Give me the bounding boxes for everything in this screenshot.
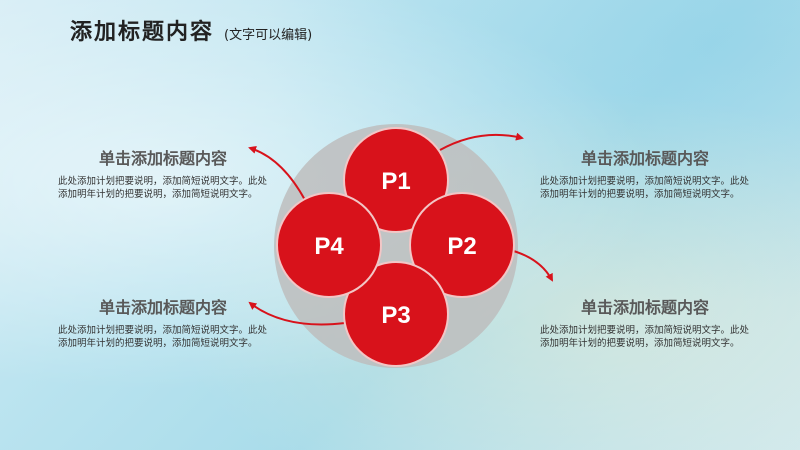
arrow-p2-to-right (509, 249, 553, 282)
title-row: 添加标题内容 (文字可以编辑) (70, 14, 312, 46)
text-block-top-right: 单击添加标题内容 此处添加计划把要说明，添加简短说明文字。此处添加明年计划的把要… (540, 145, 750, 201)
node-p2-circle (409, 192, 515, 298)
block-body[interactable]: 此处添加计划把要说明，添加简短说明文字。此处添加明年计划的把要说明，添加简短说明… (540, 325, 750, 349)
node-p4-circle (276, 192, 382, 298)
node-p3-label: P3 (381, 302, 410, 329)
block-body[interactable]: 此处添加计划把要说明，添加简短说明文字。此处添加明年计划的把要说明，添加简短说明… (58, 176, 268, 200)
node-p3-circle (343, 261, 449, 367)
page-subtitle: (文字可以编辑) (224, 28, 313, 43)
node-p2[interactable]: P2 (409, 192, 515, 298)
block-body[interactable]: 此处添加计划把要说明，添加简短说明文字。此处添加明年计划的把要说明，添加简短说明… (58, 325, 268, 349)
block-body[interactable]: 此处添加计划把要说明，添加简短说明文字。此处添加明年计划的把要说明，添加简短说明… (540, 176, 750, 200)
node-p1-label: P1 (381, 168, 410, 195)
block-heading[interactable]: 单击添加标题内容 (580, 298, 709, 317)
page-title: 添加标题内容 (70, 20, 215, 45)
diagram-backdrop-circle (274, 124, 518, 368)
arrow-p3-to-left (248, 301, 346, 326)
arrow-p1-to-right (439, 132, 524, 151)
text-block-bottom-left: 单击添加标题内容 此处添加计划把要说明，添加简短说明文字。此处添加明年计划的把要… (58, 294, 268, 350)
node-p1-circle (343, 127, 449, 233)
node-p3[interactable]: P3 (343, 261, 449, 367)
block-heading[interactable]: 单击添加标题内容 (98, 298, 227, 317)
node-p4[interactable]: P4 (276, 192, 382, 298)
text-block-top-left: 单击添加标题内容 此处添加计划把要说明，添加简短说明文字。此处添加明年计划的把要… (58, 145, 268, 201)
block-heading[interactable]: 单击添加标题内容 (98, 149, 227, 168)
node-p1[interactable]: P1 (343, 127, 449, 233)
arrow-p4-to-left (248, 145, 306, 201)
node-p2-label: P2 (447, 233, 476, 260)
block-heading[interactable]: 单击添加标题内容 (580, 149, 709, 168)
node-p4-label: P4 (314, 233, 344, 260)
text-block-bottom-right: 单击添加标题内容 此处添加计划把要说明，添加简短说明文字。此处添加明年计划的把要… (540, 294, 750, 350)
